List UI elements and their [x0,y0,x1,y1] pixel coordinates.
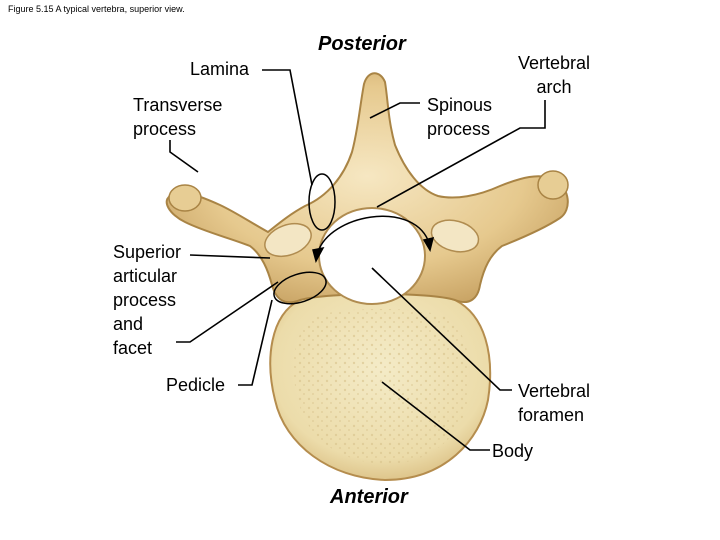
label-lamina: Lamina [190,59,250,79]
pedicle-oval [273,271,327,305]
transverse-leader [169,140,199,173]
label-pedicle: Pedicle [166,375,226,395]
pedicle-leader [238,299,273,386]
foramen-leader [371,267,512,391]
arch-arrow-head-left [312,246,325,264]
lamina-oval [308,173,336,231]
body-spongy-bone [293,309,470,464]
right-articular-facet [430,219,480,253]
orientation-bottom: Anterior [330,486,408,508]
label-vertebral-arch: Vertebral arch [518,53,591,97]
articular-leader-2 [176,281,279,343]
label-body: Body [492,441,534,461]
label-spinous-process: Spinous process [427,95,493,139]
lamina-leader [262,69,313,186]
body-leader [381,381,490,451]
label-transverse-process: Transverse process [133,95,223,139]
arch-arrow-head-right [422,237,435,252]
orientation-top: Posterior [318,33,406,55]
figure-caption: Figure 5.15 A typical vertebra, superior… [8,4,185,14]
vertebral-arch-leader [376,100,546,208]
leader-lines [169,69,546,451]
left-articular-facet [264,222,312,258]
left-transverse-tip [168,184,202,212]
arch-markers [273,173,435,305]
arch-arrow-path [317,215,429,253]
right-transverse-tip [537,170,569,200]
articular-leader-1 [189,254,271,259]
spinous-leader [369,102,420,119]
label-superior-articular-process: Superior articular process and facet [113,242,182,358]
vertebral-foramen-opening [318,207,426,305]
label-vertebral-foramen: Vertebral foramen [518,381,591,425]
